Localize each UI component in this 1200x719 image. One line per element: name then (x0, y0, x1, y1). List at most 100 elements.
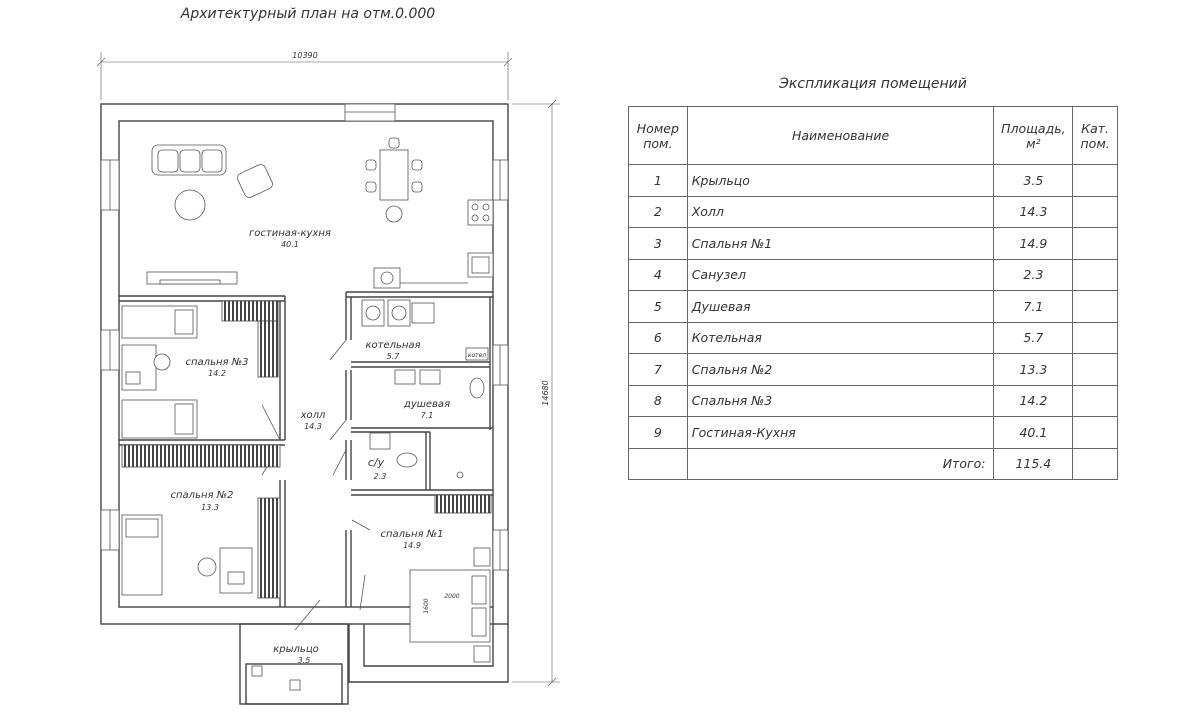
room-name-hall: холл (300, 410, 326, 421)
room-area-hall: 14.3 (304, 422, 322, 431)
table-row: 3 Спальня №1 14.9 (628, 227, 1118, 260)
header-num: Номер пом. (628, 106, 688, 165)
row-cat (1072, 227, 1118, 260)
table-total-row: Итого: 115.4 (628, 447, 1118, 480)
total-label: Итого: (686, 447, 995, 480)
washing-machine-icon (373, 267, 401, 289)
table-row: 6 Котельная 5.7 (628, 321, 1118, 354)
row-area: 13.3 (993, 353, 1074, 386)
row-num: 9 (628, 416, 688, 449)
boiler-label: котел (468, 352, 486, 359)
row-cat (1072, 353, 1118, 386)
dining-table-icon (379, 149, 409, 201)
row-num: 3 (628, 227, 688, 260)
wardrobe-icon (221, 300, 279, 322)
dimension-height: 14680 (512, 99, 560, 687)
wc-sink-icon (369, 432, 391, 450)
row-area: 14.2 (993, 384, 1074, 417)
wet-rooms-fixtures: котел (361, 299, 492, 514)
total-spacer (628, 447, 688, 480)
row-name: Крыльцо (686, 164, 995, 197)
row-cat (1072, 258, 1118, 291)
total-cat (1072, 447, 1118, 480)
row-cat (1072, 416, 1118, 449)
header-name: Наименование (686, 106, 995, 165)
row-cat (1072, 164, 1118, 197)
bed-icon (121, 514, 163, 596)
room-area-shower: 7.1 (421, 411, 434, 420)
row-area: 14.9 (993, 227, 1074, 260)
room-area-boiler: 5.7 (387, 352, 401, 361)
room-area-porch: 3.5 (298, 656, 311, 665)
room-name-porch: крыльцо (273, 644, 319, 655)
table-row: 1 Крыльцо 3.5 (628, 164, 1118, 197)
row-name: Гостиная-Кухня (686, 416, 995, 449)
row-area: 3.5 (993, 164, 1074, 197)
living-room-furniture (146, 137, 494, 289)
row-name: Душевая (686, 290, 995, 323)
toilet-icon (469, 377, 485, 399)
row-cat (1072, 384, 1118, 417)
bedroom1-furniture: 2000 1600 (409, 547, 491, 663)
row-name: Санузел (686, 258, 995, 291)
stove-icon (467, 199, 494, 226)
room-name-bedroom1: спальня №1 (381, 529, 444, 540)
row-area: 5.7 (993, 321, 1074, 354)
bed-icon (121, 399, 198, 439)
room-area-bedroom1: 14.9 (403, 541, 421, 550)
table-row: 9 Гостиная-Кухня 40.1 (628, 416, 1118, 449)
row-num: 8 (628, 384, 688, 417)
coffee-table-icon (174, 189, 206, 221)
explication-title: Экспликация помещений (779, 76, 967, 92)
row-num: 2 (628, 195, 688, 228)
wardrobe-icon (121, 444, 281, 468)
row-num: 6 (628, 321, 688, 354)
table-row: 4 Санузел 2.3 (628, 258, 1118, 291)
windows (100, 103, 509, 571)
bed-icon (121, 305, 198, 339)
room-name-living: гостиная-кухня (249, 228, 331, 239)
row-name: Котельная (686, 321, 995, 354)
row-name: Спальня №3 (686, 384, 995, 417)
total-area: 115.4 (993, 447, 1074, 480)
row-num: 7 (628, 353, 688, 386)
wardrobe-icon (434, 494, 492, 514)
row-cat (1072, 321, 1118, 354)
room-labels: гостиная-кухня 40.1 спальня №3 14.2 холл… (171, 228, 451, 665)
room-name-boiler: котельная (365, 340, 420, 351)
porch (239, 623, 349, 705)
row-name: Спальня №2 (686, 353, 995, 386)
table-row: 5 Душевая 7.1 (628, 290, 1118, 323)
room-area-bedroom3: 14.2 (208, 369, 226, 378)
toilet-icon (396, 452, 418, 468)
room-area-wc: 2.3 (374, 472, 387, 481)
armchair-icon (237, 164, 273, 198)
bed-length-label: 2000 (444, 593, 459, 600)
shower-drain-icon (456, 471, 464, 479)
bed-width-label: 1600 (423, 598, 430, 613)
desk-icon (219, 547, 253, 594)
row-cat (1072, 290, 1118, 323)
bedroom2-furniture (121, 444, 281, 599)
room-name-wc: с/у (368, 456, 385, 469)
table-row: 2 Холл 14.3 (628, 195, 1118, 228)
explication-table: Номер пом. Наименование Площадь, м² Кат.… (628, 106, 1118, 480)
row-cat (1072, 195, 1118, 228)
row-area: 7.1 (993, 290, 1074, 323)
row-area: 14.3 (993, 195, 1074, 228)
shower-sink-icon (419, 369, 441, 385)
plan-title: Архитектурный план на отм.0.000 (180, 6, 436, 22)
table-row: 7 Спальня №2 13.3 (628, 353, 1118, 386)
bedroom3-furniture (121, 300, 279, 439)
dimension-width: 10390 (96, 51, 513, 100)
room-area-living: 40.1 (281, 240, 299, 249)
room-area-bedroom2: 13.3 (201, 503, 219, 512)
header-area: Площадь, м² (993, 106, 1074, 165)
boiler-icon (361, 299, 385, 327)
room-name-shower: душевая (403, 399, 450, 410)
header-cat: Кат. пом. (1072, 106, 1118, 165)
boiler-icon (387, 299, 411, 327)
dimension-height-label: 14680 (541, 380, 550, 405)
